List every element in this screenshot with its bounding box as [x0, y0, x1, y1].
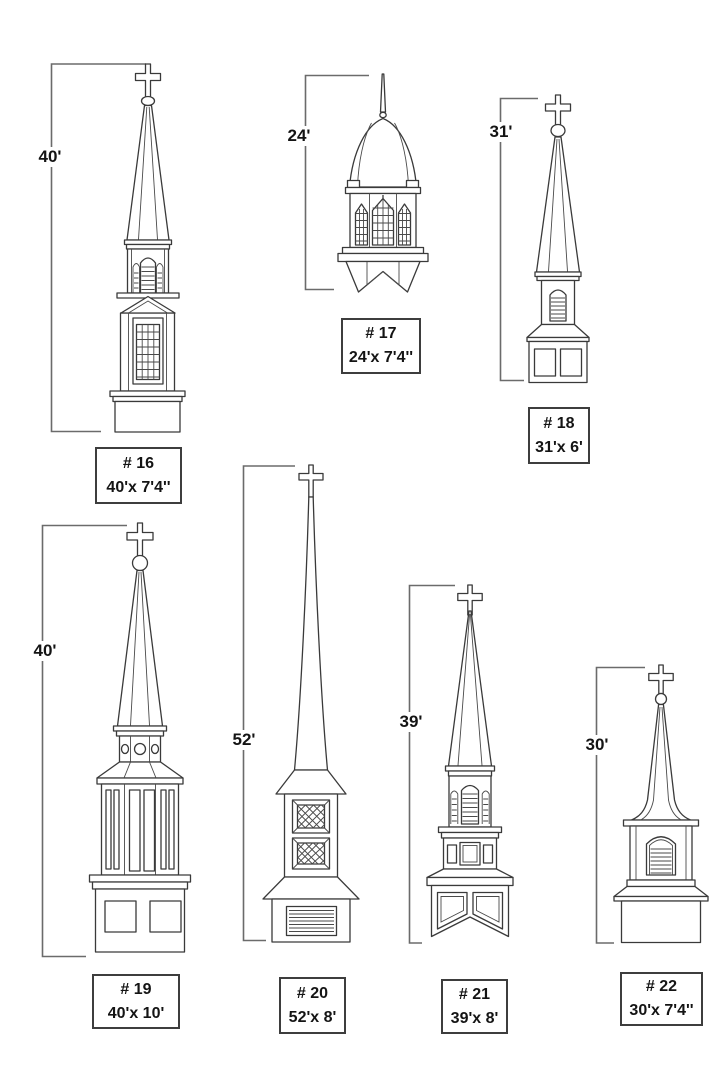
spire: [126, 104, 170, 241]
height-label-20: 52': [229, 730, 259, 750]
spire: [535, 136, 581, 273]
steeple-size: 40'x 10': [107, 1004, 165, 1022]
cross-icon: [457, 584, 483, 616]
spire: [116, 569, 164, 727]
steeple-18-drawing: [526, 94, 590, 384]
height-label-22: 30': [582, 735, 612, 755]
dim-bracket-19: [41, 524, 127, 958]
steeple-16-drawing: [109, 63, 186, 433]
finial-ball: [131, 554, 149, 572]
spire: [447, 610, 493, 767]
cross-icon: [544, 94, 572, 127]
dim-bracket-22: [595, 666, 645, 944]
base: [114, 400, 181, 433]
pediment: [120, 295, 176, 314]
steeple-size: 39'x 8': [450, 1009, 499, 1027]
banner-base: [345, 260, 421, 293]
cross-icon: [298, 464, 324, 498]
steeple-number: # 19: [120, 980, 152, 998]
steeple-size: 52'x 8': [288, 1008, 337, 1026]
spec-box-19: # 19 40'x 10': [92, 974, 180, 1029]
steeple-size: 40'x 7'4'': [106, 478, 171, 496]
height-label-17: 24': [284, 126, 314, 146]
steeple-number: # 22: [645, 978, 678, 995]
dim-bracket-16: [50, 63, 146, 433]
louver-vent: [285, 905, 338, 937]
height-label-16: 40': [35, 147, 65, 167]
steeple-size: 30'x 7'4'': [629, 1002, 694, 1019]
steeple-17-drawing: [337, 73, 429, 293]
steeple-22-drawing: [613, 664, 709, 944]
finial-ball: [140, 95, 156, 107]
spire: [630, 703, 692, 821]
swallowtail-base: [430, 884, 510, 938]
steeple-20-drawing: [262, 464, 360, 943]
spec-box-18: # 18 31'x 6': [528, 407, 590, 464]
dim-bracket-20: [242, 465, 295, 942]
spec-box-22: # 22 30'x 7'4'': [620, 972, 703, 1026]
steeple-number: # 16: [122, 454, 155, 472]
cross-icon: [648, 664, 674, 695]
hip-roof: [96, 761, 184, 779]
belfry: [448, 775, 492, 828]
height-label-21: 39': [396, 712, 426, 732]
steeple-21-drawing: [426, 584, 514, 938]
bell-dome: [348, 117, 418, 188]
frieze: [118, 735, 162, 763]
spec-box-20: # 20 52'x 8': [279, 977, 346, 1034]
base: [620, 900, 702, 944]
dim-bracket-18: [499, 97, 538, 382]
needle-finial: [379, 73, 387, 113]
steeple-size: 31'x 6': [535, 438, 583, 456]
steeple-size: 24'x 7'4'': [348, 349, 414, 366]
steeple-number: # 17: [365, 325, 397, 342]
finial-ball: [654, 692, 668, 706]
base: [94, 888, 186, 953]
dimension-brackets: [41, 63, 645, 958]
cross-icon: [126, 522, 154, 557]
height-label-19: 40': [30, 641, 60, 661]
spec-box-21: # 21 39'x 8': [441, 979, 508, 1034]
steeple-number: # 20: [296, 984, 329, 1002]
belfry: [126, 248, 170, 294]
spec-box-17: # 17 24'x 7'4'': [341, 318, 421, 374]
cross-icon: [134, 63, 162, 98]
spire: [293, 496, 329, 771]
dim-bracket-21: [408, 584, 455, 944]
steeple-number: # 21: [458, 985, 491, 1003]
height-label-18: 31': [486, 122, 516, 142]
steeple-number: # 18: [543, 414, 575, 432]
steeple-19-drawing: [88, 522, 192, 953]
finial-ball: [550, 123, 566, 138]
spec-box-16: # 16 40'x 7'4'': [95, 447, 182, 504]
dim-bracket-17: [304, 74, 369, 291]
